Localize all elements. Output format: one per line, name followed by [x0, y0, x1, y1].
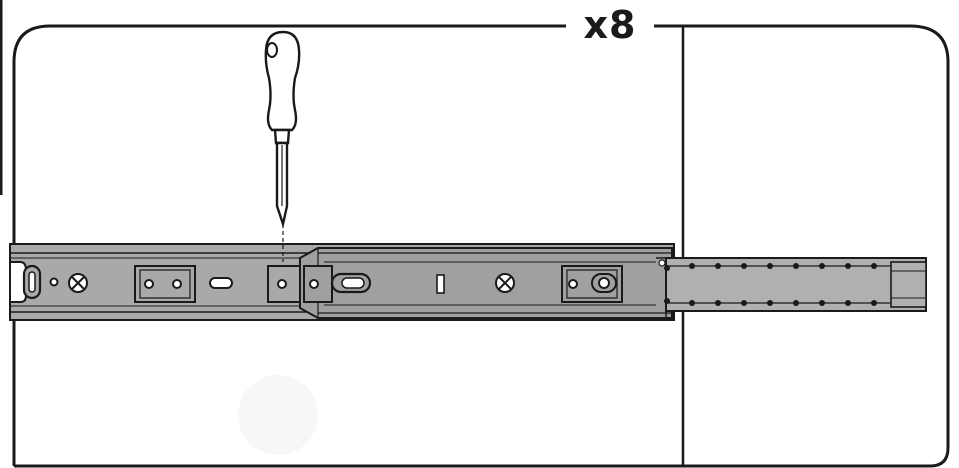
small-slot	[436, 274, 445, 294]
rail-slot	[209, 277, 233, 289]
inner-rail-end	[890, 261, 927, 308]
screwdriver-icon	[264, 30, 301, 262]
screw-icon	[495, 273, 515, 293]
step-panel-frame	[12, 24, 950, 468]
mount-bracket	[561, 265, 623, 303]
ball-bearings	[664, 263, 877, 306]
mount-bracket	[134, 265, 196, 303]
screw-icon	[68, 273, 88, 293]
drawer-slide-rail	[9, 243, 927, 321]
quantity-label: x8	[566, 2, 654, 48]
mount-hole	[49, 277, 59, 287]
faint-circle	[238, 375, 318, 455]
